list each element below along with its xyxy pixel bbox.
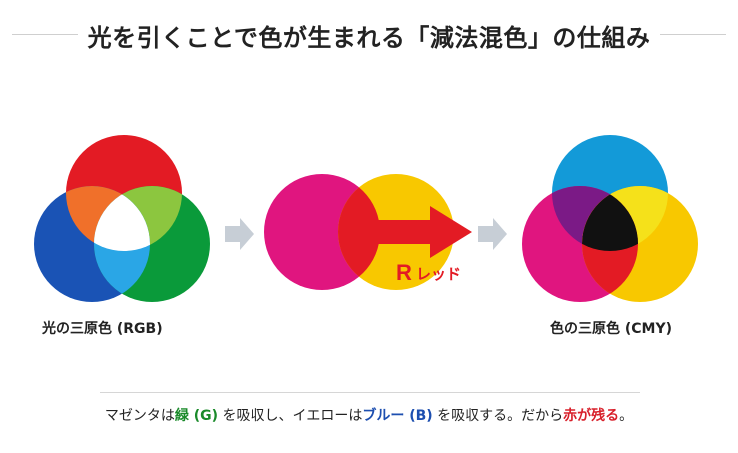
rgb-caption: 光の三原色 (RGB) bbox=[42, 321, 163, 337]
cmy-caption: 色の三原色 (CMY) bbox=[550, 321, 673, 337]
step-arrow-2 bbox=[478, 218, 507, 250]
explanation-part-3: を吸収する。だから bbox=[432, 408, 564, 424]
explanation-part-2: を吸収し、イエローは bbox=[218, 408, 363, 424]
page-title: 光を引くことで色が生まれる「減法混色」の仕組み bbox=[87, 24, 651, 52]
black-center bbox=[582, 186, 638, 251]
red-overlap bbox=[338, 174, 380, 290]
arrow-label: レッド bbox=[416, 265, 461, 283]
bottom-divider bbox=[100, 392, 640, 393]
explanation-part-4: 。 bbox=[619, 408, 634, 424]
arrow-label-letter: R bbox=[396, 260, 412, 285]
title-rule-right bbox=[660, 34, 726, 35]
explanation-green: 緑 (G) bbox=[174, 408, 219, 424]
explanation-text: マゼンタは緑 (G) を吸収し、イエローはブルー (B) を吸収する。だから赤が… bbox=[0, 405, 738, 425]
step-arrow-1 bbox=[225, 218, 254, 250]
cmy-venn bbox=[522, 135, 698, 302]
title-row: 光を引くことで色が生まれる「減法混色」の仕組み bbox=[0, 12, 738, 52]
explanation-red: 赤が残る bbox=[563, 408, 620, 424]
explanation-blue: ブルー (B) bbox=[362, 408, 433, 424]
title-rule-left bbox=[12, 34, 78, 35]
white-center bbox=[94, 186, 150, 251]
rgb-venn bbox=[34, 135, 210, 302]
magenta-yellow-venn: R レッド bbox=[264, 174, 472, 290]
explanation-part-1: マゼンタは bbox=[104, 408, 175, 424]
red-output-arrow bbox=[352, 206, 472, 258]
